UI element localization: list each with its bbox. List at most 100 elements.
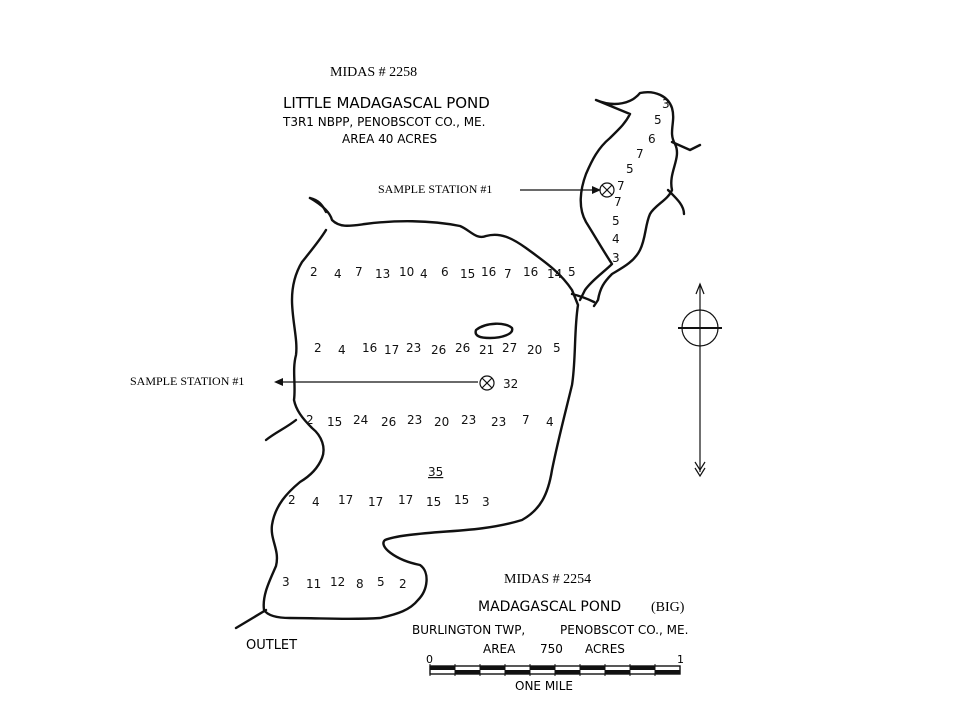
scale-bar: 0 1 ONE MILE [426,653,684,693]
little-pond-area: AREA 40 ACRES [342,132,437,146]
big-pond-area-unit: ACRES [585,642,625,656]
depth-sounding: 15 [460,267,475,281]
depth-sounding: 4 [420,267,428,281]
big-pond-arrowhead [274,378,283,386]
depth-sounding: 17 [384,343,399,357]
depth-sounding: 7 [636,147,644,161]
depth-sounding: 13 [375,267,390,281]
little-pond-shoreline [578,91,679,308]
outlet-label: OUTLET [246,638,297,653]
depth-sounding: 23 [406,341,421,355]
crossed-circle-icon [479,375,495,391]
depth-sounding: 17 [398,493,413,507]
scale-segment [580,666,605,670]
big-pond-county: PENOBSCOT CO., ME. [560,623,688,637]
depth-sounding: 5 [377,575,385,589]
depth-sounding: 7 [617,179,625,193]
scale-segment [480,666,505,670]
depth-sounding: 27 [502,341,517,355]
depth-sounding: 11 [306,577,321,591]
scale-segment [430,666,455,670]
big-pond-shoreline [262,196,580,621]
depth-sounding: 21 [479,343,494,357]
depth-sounding: 2 [399,577,407,591]
big-pond-area-value: 750 [540,642,563,656]
little-pond-cove [666,188,686,216]
depth-sounding: 4 [312,495,320,509]
scale-segment [605,670,630,674]
depth-sounding: 3 [662,97,670,111]
big-pond-qualifier: (BIG) [651,600,685,615]
depth-sounding: 7 [522,413,530,427]
scale-segment [505,670,530,674]
depth-sounding: 14 [547,267,562,281]
depth-sounding: 7 [504,267,512,281]
big-pond-midas: MIDAS # 2254 [504,572,591,587]
depth-sounding: 3 [282,575,290,589]
big-pond-north-inlet [308,196,328,214]
scale-segment [530,666,555,670]
big-pond-station-depth: 32 [503,377,518,391]
depth-sounding: 5 [654,113,662,127]
depth-sounding: 7 [614,195,622,209]
depth-sounding: 2 [314,341,322,355]
depth-sounding: 23 [461,413,476,427]
scale-segment [630,666,655,670]
little-pond-inlet [670,140,702,152]
scale-segment [655,670,680,674]
depth-sounding: 6 [648,132,656,146]
depth-sounding: 3 [482,495,490,509]
scale-start: 0 [426,653,433,666]
depth-sounding: 2 [310,265,318,279]
depth-sounding: 4 [334,267,342,281]
depth-sounding: 2 [306,413,314,427]
big-pond-name: MADAGASCAL POND [478,599,621,615]
depth-sounding: 3 [612,251,620,265]
little-pond-location: T3R1 NBPP, PENOBSCOT CO., ME. [282,115,485,129]
big-pond-town: BURLINGTON TWP, [412,623,525,637]
depth-sounding: 16 [362,341,377,355]
depth-sounding: 24 [353,413,368,427]
depth-sounding: 8 [356,577,364,591]
depth-sounding: 4 [612,232,620,246]
depth-sounding: 5 [568,265,576,279]
depth-sounding: 16 [523,265,538,279]
depth-sounding: 5 [553,341,561,355]
depth-sounding: 16 [481,265,496,279]
little-pond-midas: MIDAS # 2258 [330,65,417,80]
little-pond-name: LITTLE MADAGASCAL POND [283,94,490,112]
depth-sounding: 20 [527,343,542,357]
scale-end: 1 [677,653,684,666]
depth-sounding: 10 [399,265,414,279]
depth-sounding: 23 [491,415,506,429]
depth-sounding: 17 [338,493,353,507]
depth-sounding: 5 [626,162,634,176]
depth-sounding: 7 [355,265,363,279]
big-pond-area-label: AREA [483,642,516,656]
depth-sounding: 23 [407,413,422,427]
depth-sounding: 5 [612,214,620,228]
depth-sounding: 15 [454,493,469,507]
depth-sounding: 26 [455,341,470,355]
scale-caption: ONE MILE [515,679,573,693]
little-pond-arrowhead [592,186,601,194]
depth-sounding: 20 [434,415,449,429]
scale-segment [555,670,580,674]
depth-sounding: 4 [338,343,346,357]
depth-sounding: 6 [441,265,449,279]
little-pond-sample-station-label: SAMPLE STATION #1 [378,182,492,196]
depth-sounding: 2 [288,493,296,507]
depth-sounding: 26 [431,343,446,357]
big-pond-west-inlet [264,418,298,442]
depth-sounding: 12 [330,575,345,589]
big-pond-deepest-spot: 35 [428,465,443,479]
depth-sounding: 15 [426,495,441,509]
north-arrow-icon [678,282,722,478]
outlet-stream [234,608,268,630]
island [474,322,514,340]
scale-segment [455,670,480,674]
depth-sounding: 15 [327,415,342,429]
depth-sounding: 17 [368,495,383,509]
